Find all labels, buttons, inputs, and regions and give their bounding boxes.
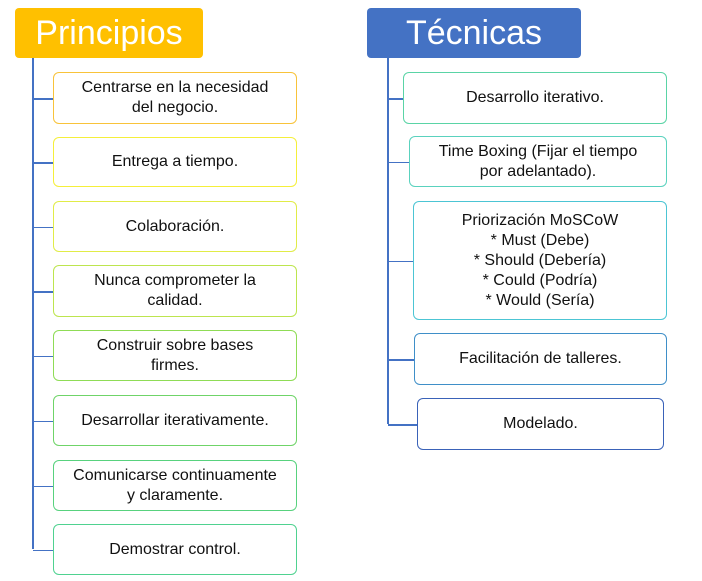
tecnica-branch [388,161,409,163]
principio-branch [33,291,53,293]
tecnica-item: Time Boxing (Fijar el tiempo por adelant… [409,136,667,187]
tecnica-branch [388,359,414,361]
principio-item: Entrega a tiempo. [53,137,297,187]
principio-item: Nunca comprometer la calidad. [53,265,297,317]
principio-item: Desarrollar iterativamente. [53,395,297,446]
tecnica-branch [388,98,403,100]
principio-item: Demostrar control. [53,524,297,575]
tecnica-branch [388,424,417,426]
principio-branch [33,355,53,357]
principio-item: Centrarse en la necesidad del negocio. [53,72,297,124]
tecnicas-header: Técnicas [367,8,581,58]
tecnica-branch [388,260,413,262]
tecnica-item: Priorización MoSCoW * Must (Debe) * Shou… [413,201,667,320]
principio-branch [33,485,53,487]
tecnicas-connector [387,58,389,424]
principios-header: Principios [15,8,203,58]
principio-item: Construir sobre bases firmes. [53,330,297,381]
principio-branch [33,98,53,100]
principio-branch [33,420,53,422]
principio-item: Colaboración. [53,201,297,252]
principio-branch [33,226,53,228]
tecnica-item: Modelado. [417,398,664,450]
tecnica-item: Desarrollo iterativo. [403,72,667,124]
tecnica-item: Facilitación de talleres. [414,333,667,385]
principio-branch [33,549,53,551]
principio-item: Comunicarse continuamente y claramente. [53,460,297,511]
principios-connector [32,58,34,549]
principio-branch [33,162,53,164]
